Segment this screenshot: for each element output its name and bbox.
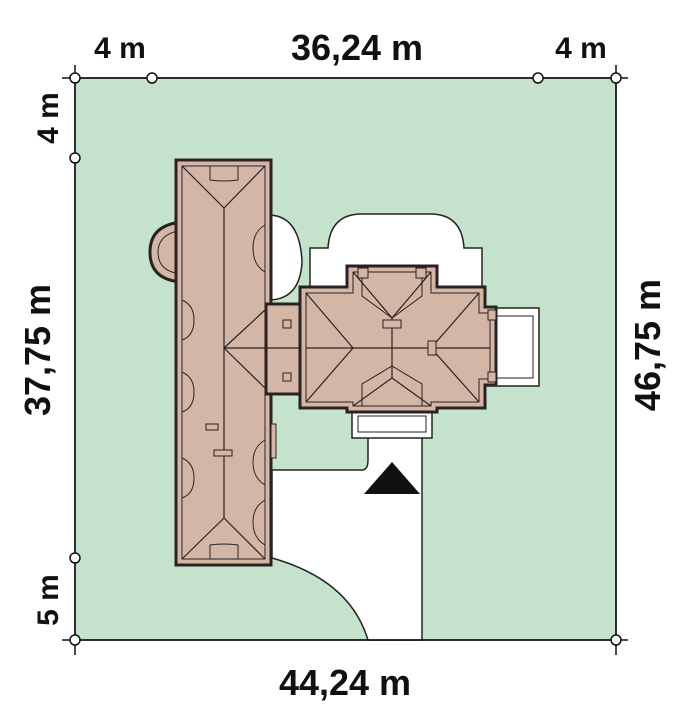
dimension-node bbox=[532, 72, 544, 84]
dimension-node bbox=[610, 634, 622, 646]
dim-bottom: 44,24 m bbox=[279, 662, 411, 703]
dimension-node bbox=[69, 72, 81, 84]
dim-top-center: 36,24 m bbox=[291, 27, 423, 68]
dimension-node bbox=[69, 634, 81, 646]
dimension-node bbox=[69, 552, 81, 564]
dimension-node bbox=[146, 72, 158, 84]
dim-top-left: 4 m bbox=[94, 32, 146, 65]
round-bay bbox=[148, 220, 184, 284]
dimension-node bbox=[69, 152, 81, 164]
dim-left-bottom: 5 m bbox=[32, 574, 65, 626]
dimension-lines bbox=[62, 65, 628, 655]
dim-left-middle: 37,75 m bbox=[17, 284, 58, 416]
triangle-marker-icon bbox=[364, 462, 420, 494]
round-terrace bbox=[267, 214, 303, 301]
dim-left-top: 4 m bbox=[32, 92, 65, 144]
dimension-node bbox=[610, 72, 622, 84]
dim-right: 46,75 m bbox=[627, 279, 668, 411]
main-house-roof bbox=[298, 264, 498, 414]
west-wing-roof bbox=[174, 158, 277, 567]
front-steps-inner bbox=[357, 415, 427, 433]
dim-top-right: 4 m bbox=[555, 32, 607, 65]
front-steps bbox=[351, 409, 433, 439]
